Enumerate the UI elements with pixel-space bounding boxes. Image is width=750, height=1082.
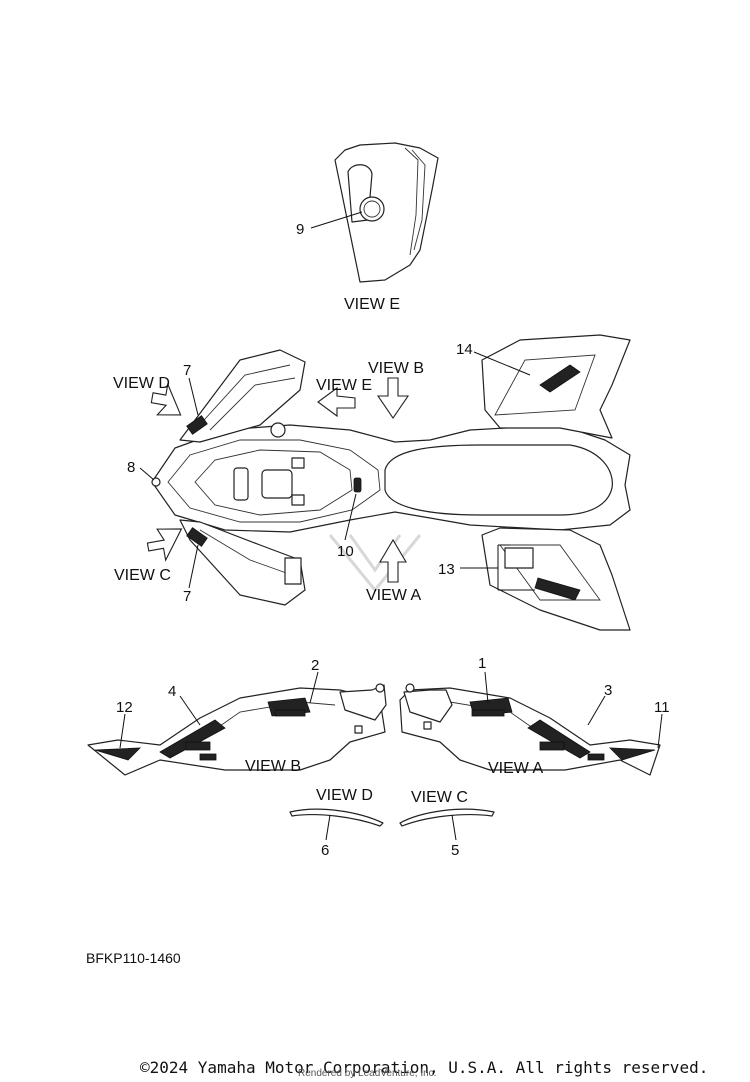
callout-9: 9 <box>296 221 304 238</box>
callout-1: 1 <box>478 655 486 672</box>
diagram-code: BFKP110-1460 <box>86 950 181 966</box>
strip-decals <box>289 808 495 841</box>
view-b-side-decals <box>87 671 387 776</box>
label-view-c-top: VIEW C <box>114 567 171 584</box>
decal-3 <box>527 719 591 759</box>
label-view-d-bottom: VIEW D <box>316 787 373 804</box>
decal-7-top <box>186 415 208 435</box>
label-view-e: VIEW E <box>344 296 400 313</box>
decal-9-emblem <box>359 196 385 222</box>
atv-top-view <box>139 334 631 631</box>
callout-10: 10 <box>337 543 354 560</box>
callout-7-top: 7 <box>183 362 191 379</box>
callout-12: 12 <box>116 699 133 716</box>
label-view-c-bottom: VIEW C <box>411 789 468 806</box>
callout-8: 8 <box>127 459 135 476</box>
callout-5: 5 <box>451 842 459 859</box>
view-a-side-decals <box>399 671 663 776</box>
callout-6: 6 <box>321 842 329 859</box>
decal-7-bottom <box>186 527 208 547</box>
callout-3: 3 <box>604 682 612 699</box>
decal-11 <box>608 747 656 761</box>
decal-12 <box>94 747 142 761</box>
callout-4: 4 <box>168 683 176 700</box>
callout-14: 14 <box>456 341 473 358</box>
label-view-e-top: VIEW E <box>316 377 372 394</box>
label-view-a-bottom: VIEW A <box>488 760 543 777</box>
arrow-view-b <box>376 377 410 419</box>
callout-7-bottom: 7 <box>183 588 191 605</box>
view-e-fender <box>310 142 439 283</box>
arrow-view-a <box>379 538 407 583</box>
label-view-d-top: VIEW D <box>113 375 170 392</box>
decal-5 <box>399 808 495 827</box>
label-view-b-bottom: VIEW B <box>245 758 301 775</box>
decal-10 <box>353 477 362 493</box>
label-view-b-top: VIEW B <box>368 360 424 377</box>
callout-13: 13 <box>438 561 455 578</box>
decal-13 <box>534 577 581 601</box>
decal-4 <box>159 719 226 759</box>
decal-6 <box>289 808 384 827</box>
copyright-notice: ©2024 Yamaha Motor Corporation, U.S.A. A… <box>140 1058 709 1077</box>
callout-2: 2 <box>311 657 319 674</box>
arrow-view-c <box>146 528 183 562</box>
arrow-view-d <box>150 382 182 416</box>
decal-14 <box>539 364 581 393</box>
callout-11: 11 <box>654 699 670 716</box>
label-view-a-top: VIEW A <box>366 587 421 604</box>
rendered-by-credit: Rendered by LeadVenture, Inc. <box>298 1068 437 1079</box>
arrow-view-e <box>317 386 356 418</box>
